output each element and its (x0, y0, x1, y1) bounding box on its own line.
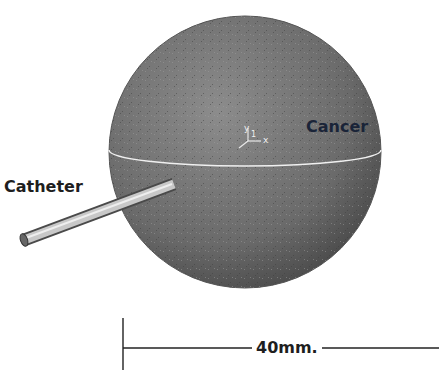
axis-line (248, 140, 261, 141)
dimension-tick (122, 318, 123, 370)
axis-label: 1 (251, 131, 256, 140)
organ-label: Cancer (306, 118, 368, 136)
catheter-opening (18, 233, 29, 248)
sphere-body (109, 16, 381, 288)
sphere-texture (109, 16, 381, 288)
tumor-sphere: Cancer (108, 15, 382, 289)
equator-line (109, 150, 381, 166)
part-label: Catheter (4, 178, 83, 196)
axis-label: y (244, 124, 249, 134)
dimension-label: 40mm. (252, 339, 322, 357)
sphere-outline (108, 15, 382, 289)
axis-line (239, 141, 248, 148)
axis-label: x (263, 136, 268, 146)
